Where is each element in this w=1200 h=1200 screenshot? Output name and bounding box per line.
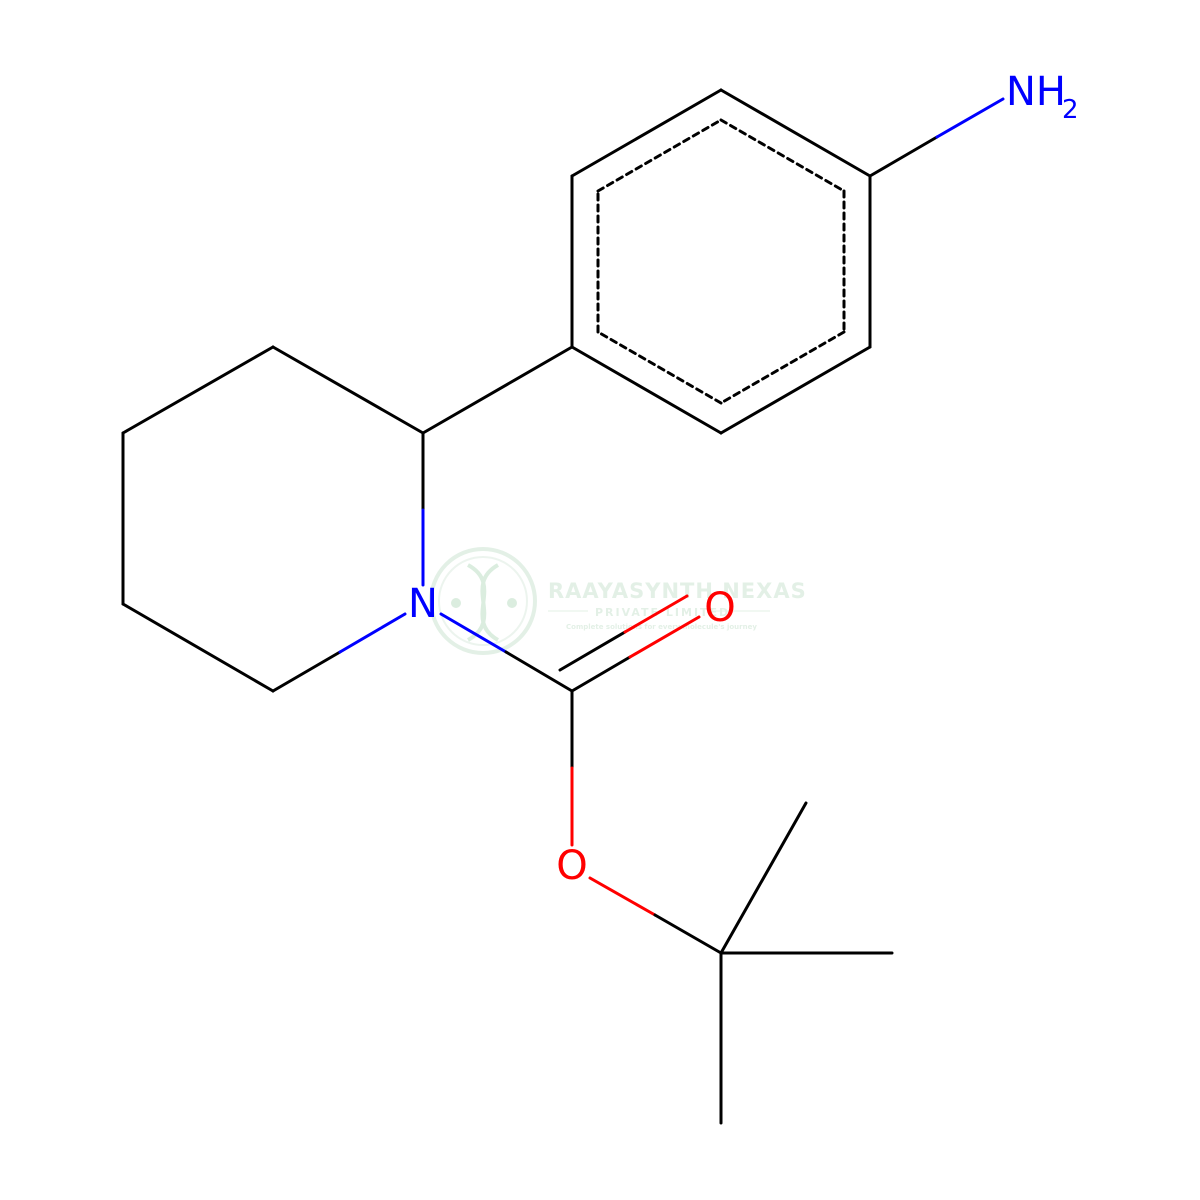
c-n-amine-bond [935, 97, 1005, 139]
watermark-dot-icon [507, 598, 517, 608]
ester-oxygen-label: O [556, 843, 587, 889]
aromatic-bond [719, 345, 872, 435]
ring-bond [338, 612, 407, 654]
n-carbonyl-bond [439, 612, 508, 654]
ester-tbutyl-bond [588, 876, 657, 917]
watermark-logo-ring [429, 547, 537, 655]
watermark-logo-inner [438, 556, 528, 646]
benzene-ring [570, 88, 872, 435]
double-bond-line [558, 630, 627, 672]
double-bond-line [628, 615, 701, 659]
aromatic-bond [570, 88, 723, 178]
piperidine-ring [121, 345, 425, 693]
aromatic-dash [719, 330, 846, 405]
carbonyl-oxygen-label: O [704, 585, 735, 631]
aromatic-inner-dashes [596, 118, 846, 405]
dna-helix-icon [466, 563, 500, 642]
watermark: RAAYASYNTH NEXAS PRIVATE LIMITED Complet… [429, 547, 807, 655]
aromatic-bond [719, 88, 872, 178]
aromatic-dash [719, 118, 846, 193]
aromatic-dash [596, 118, 723, 193]
aromatic-bond [570, 345, 723, 435]
ring-bond [271, 345, 425, 435]
c-n-amine-bond [868, 135, 939, 178]
double-bond-line [570, 655, 632, 693]
watermark-tagline: Complete solutions for every molecule's … [566, 623, 757, 631]
methyl-bond [719, 801, 808, 955]
amine-subscript: 2 [1062, 95, 1079, 125]
ring-nitrogen-label: N [408, 581, 438, 627]
watermark-subtitle: PRIVATE LIMITED [595, 606, 730, 619]
double-bond-line [623, 594, 689, 634]
watermark-dot-icon [451, 598, 461, 608]
ring-bond [121, 345, 275, 435]
ring-bond [121, 602, 275, 693]
ester-tbutyl-bond [653, 913, 723, 955]
n-carbonyl-bond [504, 650, 574, 693]
aromatic-dash [596, 330, 723, 405]
watermark-company: RAAYASYNTH NEXAS [548, 579, 807, 603]
ring-bond [271, 650, 342, 693]
aryl-piperidine-bond [421, 345, 574, 435]
carbonyl-double-bond [558, 594, 701, 693]
amine-label: NH [1006, 69, 1066, 115]
